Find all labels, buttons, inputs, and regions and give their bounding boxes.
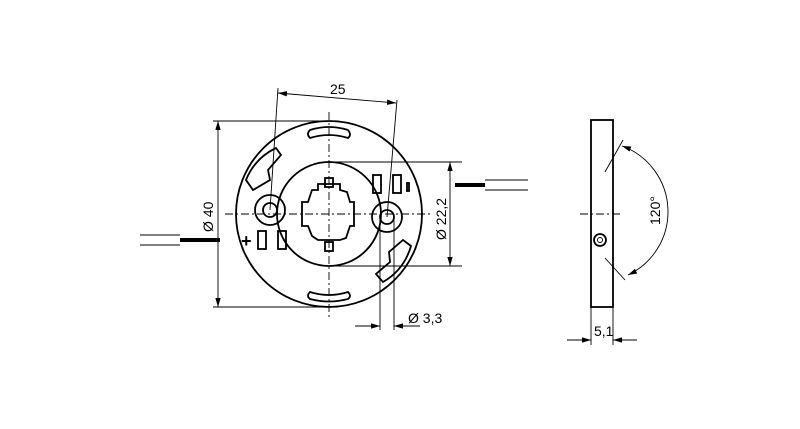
clip-left [244,146,283,192]
contact-right-2 [392,174,402,194]
side-view: 120° 5,1 [567,119,669,345]
dim-outer-diameter: Ø 40 [200,201,216,232]
dim-hole-diameter: Ø 3,3 [408,310,442,326]
dim-angle: 120° [647,196,663,225]
polarity-plus: + [241,231,252,251]
contact-left-1 [257,230,267,250]
wires [140,179,528,246]
mount-hole-left [262,202,278,218]
wire-right [455,183,485,187]
dim-arc-angle [621,145,669,276]
side-body [590,119,614,308]
slot-bottom [307,290,351,303]
mount-hole-right-boss [371,201,403,233]
wire-left [180,238,220,242]
dim-line-pitch [277,91,397,105]
dim-thickness: 5,1 [594,323,614,339]
contact-right-1 [372,174,382,194]
contact-left-2 [277,230,287,250]
center-bore [301,183,355,241]
dim-inner-diameter: Ø 22,2 [433,198,449,240]
clip-right [374,238,413,284]
slot-top [307,126,351,140]
mount-hole-left-boss [254,194,286,226]
dimensions-front: 25 Ø 40 Ø 22,2 Ø 3,3 [200,81,462,330]
minus-mark [406,182,410,192]
front-view: + [225,112,433,317]
dim-pitch: 25 [330,81,346,97]
